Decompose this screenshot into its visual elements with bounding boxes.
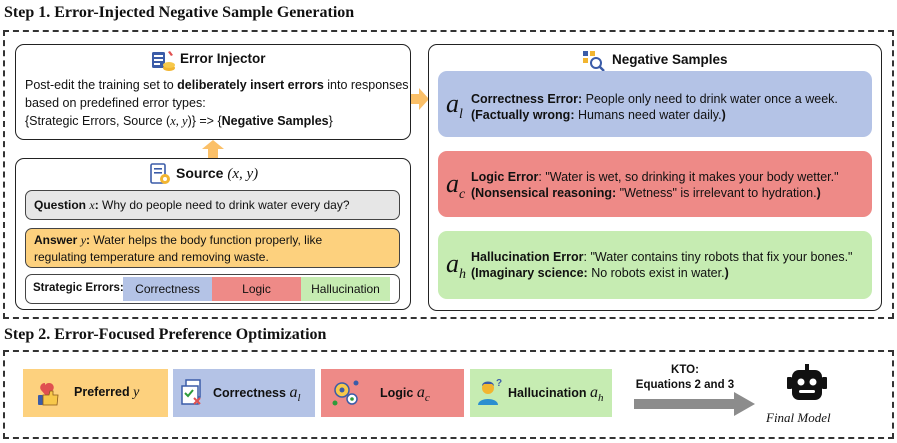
gears-icon <box>332 380 359 406</box>
preferred-label: Preferred y <box>74 385 140 400</box>
question-text: Why do people need to drink water every … <box>102 198 350 212</box>
answer-text: Water helps the body function properly, … <box>93 233 323 247</box>
hallucination-label: Hallucination ah <box>508 384 604 405</box>
source-panel: Source (x, y) Question x: Why do people … <box>15 158 411 310</box>
negative-correctness: al Correctness Error: People only need t… <box>438 71 872 137</box>
hallucination-box: ? Hallucination ah <box>470 369 612 417</box>
kto-label: KTO: Equations 2 and 3 <box>635 364 735 391</box>
person-question-icon: ? <box>478 378 502 405</box>
chip-logic: Logic <box>212 277 301 301</box>
magnifier-icon <box>583 51 605 72</box>
step2-title: Step 2. Error-Focused Preference Optimiz… <box>4 326 327 343</box>
kto-arrow <box>634 392 755 416</box>
logic-label: Logic ac <box>380 384 430 405</box>
svg-text:?: ? <box>496 378 502 389</box>
strategic-errors-label: Strategic Errors: <box>33 282 124 294</box>
checklist-icon <box>181 379 201 405</box>
injector-title: Error Injector <box>180 51 266 66</box>
source-title: Source (x, y) <box>176 165 259 182</box>
robot-icon <box>787 364 827 400</box>
thumbs-up-icon <box>38 383 59 406</box>
correctness-box: Correctness al <box>173 369 315 417</box>
right-arrow <box>411 88 429 110</box>
negative-logic: ac Logic Error: "Water is wet, so drinki… <box>438 151 872 217</box>
injector-description: Post-edit the training set to deliberate… <box>25 78 409 128</box>
preferred-box: Preferred y <box>23 369 168 417</box>
symbol-a-c: ac <box>446 169 466 203</box>
step1-dashed-frame <box>3 30 894 319</box>
correctness-label: Correctness al <box>213 384 301 405</box>
up-arrow <box>202 140 224 158</box>
logic-box: Logic ac <box>321 369 464 417</box>
negative-correctness-text: Correctness Error: People only need to d… <box>471 92 838 122</box>
symbol-a-h: ah <box>446 249 466 283</box>
injector-icon <box>152 51 175 71</box>
negative-samples-panel: Negative Samples al Correctness Error: P… <box>428 44 882 311</box>
step1-title: Step 1. Error-Injected Negative Sample G… <box>4 4 355 21</box>
final-model-label: Final Model <box>766 410 831 425</box>
step2-dashed-frame <box>3 350 894 439</box>
question-box: Question x: Why do people need to drink … <box>25 190 400 220</box>
answer-box: Answer y: Water helps the body function … <box>25 228 400 268</box>
error-injector-panel: Error Injector Post-edit the training se… <box>15 44 411 140</box>
symbol-a-l: al <box>446 89 463 123</box>
chip-hallucination: Hallucination <box>301 277 390 301</box>
negative-logic-text: Logic Error: "Water is wet, so drinking … <box>471 170 839 200</box>
strategic-errors-box: Strategic Errors: Correctness Logic Hall… <box>25 274 400 304</box>
answer-text-2: regulating temperature and removing wast… <box>34 250 269 264</box>
negative-samples-title: Negative Samples <box>612 52 728 67</box>
negative-hallucination: ah Hallucination Error: "Water contains … <box>438 231 872 299</box>
chip-correctness: Correctness <box>123 277 212 301</box>
negative-hallucination-text: Hallucination Error: "Water contains tin… <box>471 250 853 280</box>
source-document-icon <box>150 163 170 184</box>
